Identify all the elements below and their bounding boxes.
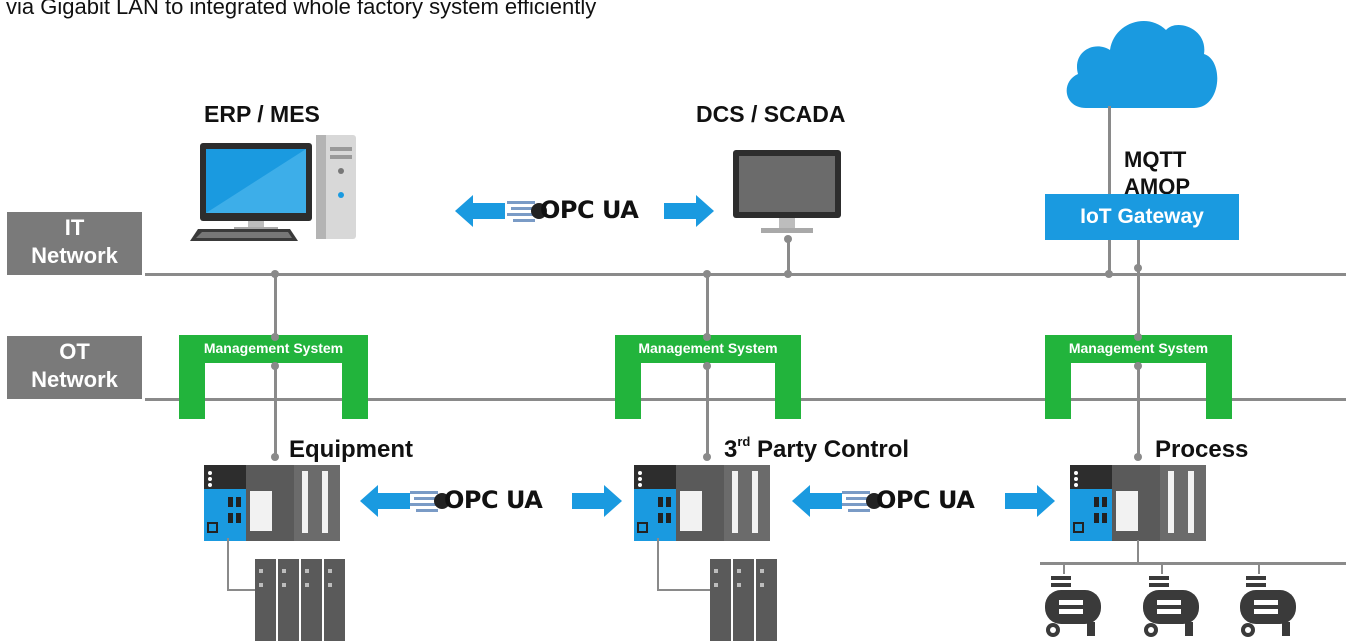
management-mid-leg-a (615, 361, 641, 419)
iot-gateway-box: IoT Gateway (1045, 194, 1239, 240)
gateway-it-node (1105, 270, 1113, 278)
left-plc-node (271, 453, 279, 461)
ot-network-label-line1: OT (59, 339, 90, 364)
compressor-icon-1 (1045, 564, 1101, 637)
desktop-computer-icon (190, 135, 356, 241)
right-gateway-node (1134, 264, 1142, 272)
opc-logo-icon (410, 491, 450, 512)
gateway-it-link (1108, 240, 1111, 274)
io-module-stack-icon-mid (710, 559, 777, 641)
management-system-left: Management System (179, 335, 368, 419)
right-bus-drop (1137, 540, 1139, 564)
dcs-scada-label: DCS / SCADA (696, 101, 846, 127)
dcs-monitor-node (784, 235, 792, 243)
right-plc-node (1134, 453, 1142, 461)
io-module-stack-icon-left (255, 559, 345, 641)
left-ot-node (271, 362, 279, 370)
arrow-left-icon (792, 485, 842, 517)
ot-network-label-line2: Network (31, 367, 118, 392)
plc-controller-icon-left (204, 465, 340, 541)
third-party-superscript: rd (737, 434, 751, 449)
it-network-label-line1: IT (64, 215, 85, 240)
opc-ua-label-right: OPC UA (876, 486, 975, 514)
arrow-left-icon (360, 485, 410, 517)
mid-plc-node (703, 453, 711, 461)
opc-ua-label-top: OPC UA (540, 196, 639, 224)
field-bus-line (1040, 562, 1346, 565)
dcs-it-node (784, 270, 792, 278)
right-mgmt-top-node (1134, 333, 1142, 341)
compressor-icon-2 (1143, 564, 1199, 637)
compressor-icon-3 (1240, 564, 1296, 637)
arrow-right-icon (664, 195, 714, 227)
mid-ot-node (703, 362, 711, 370)
erp-it-link (274, 276, 277, 338)
equipment-label: Equipment (289, 436, 413, 463)
management-right-leg-b (1206, 361, 1232, 419)
left-io-connector (227, 538, 260, 591)
left-ot-drop (274, 366, 277, 458)
ot-network-label: OT Network (7, 336, 142, 399)
opc-ua-label-left: OPC UA (444, 486, 543, 514)
it-network-line (145, 273, 1346, 276)
management-right-leg-a (1045, 361, 1071, 419)
arrow-right-icon (1005, 485, 1055, 517)
opc-logo-icon (507, 201, 547, 222)
management-mid-leg-b (775, 361, 801, 419)
management-left-leg-b (342, 361, 368, 419)
ot-network-line (145, 398, 1346, 401)
mid-io-connector (657, 538, 710, 591)
erp-it-node (271, 270, 279, 278)
mid-it-link (706, 276, 709, 338)
third-party-text: Party Control (750, 436, 910, 463)
left-mgmt-top-node (271, 333, 279, 341)
right-gateway-link (1137, 240, 1140, 338)
third-party-number: 3 (724, 436, 738, 463)
right-ot-node (1134, 362, 1142, 370)
process-label: Process (1155, 436, 1249, 463)
it-network-label-line2: Network (31, 243, 118, 268)
cloud-icon (1066, 20, 1218, 108)
plc-controller-icon-right (1070, 465, 1206, 541)
monitor-icon (733, 150, 841, 233)
dcs-link (787, 238, 790, 274)
right-ot-drop (1137, 366, 1140, 458)
third-party-control-label: 3rd Party Control (724, 434, 910, 464)
plc-controller-icon-mid (634, 465, 770, 541)
opc-logo-icon (842, 491, 882, 512)
arrow-right-icon (572, 485, 622, 517)
cloud-link-line (1108, 106, 1111, 196)
management-left-leg-a (179, 361, 205, 419)
it-network-label: IT Network (7, 212, 142, 275)
arrow-left-icon (455, 195, 505, 227)
erp-mes-label: ERP / MES (204, 101, 320, 127)
diagram-title: via Gigabit LAN to integrated whole fact… (6, 0, 597, 19)
mqtt-label: MQTT (1124, 147, 1187, 172)
mid-ot-drop (706, 366, 709, 458)
mid-mgmt-top-node (703, 333, 711, 341)
mid-it-node (703, 270, 711, 278)
